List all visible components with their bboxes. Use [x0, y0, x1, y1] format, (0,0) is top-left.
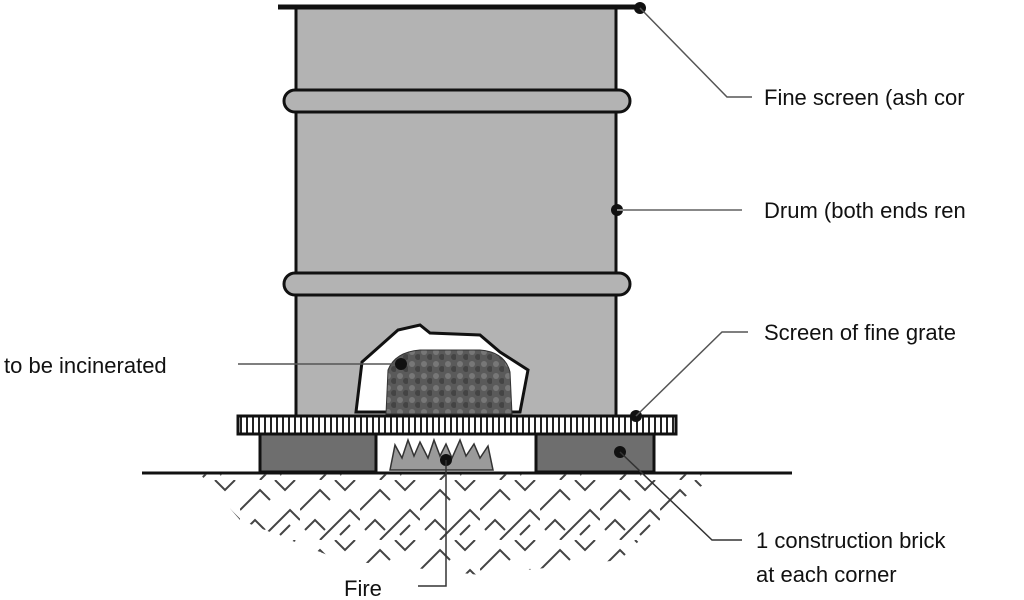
brick-left [258, 432, 378, 474]
label-waste: to be incinerated [4, 353, 167, 378]
fine-grate-screen [236, 414, 678, 436]
leader-fire [418, 454, 452, 587]
drum-ring-upper [282, 88, 632, 114]
leader-brick [614, 446, 742, 541]
label-fire: Fire [344, 576, 382, 600]
leader-drum [611, 204, 742, 216]
fire [389, 437, 494, 471]
soil-hatching [200, 474, 720, 575]
waste-pile [385, 349, 513, 415]
label-brick-line2: at each corner [756, 562, 897, 587]
label-fine-screen: Fine screen (ash cor [764, 85, 965, 110]
label-screen-grate: Screen of fine grate [764, 320, 956, 345]
leader-waste [238, 358, 407, 370]
leader-fine-screen [634, 2, 752, 98]
label-brick-line1: 1 construction brick [756, 528, 947, 553]
leader-screen-grate [630, 331, 748, 422]
brick-right [534, 432, 656, 474]
drum-ring-lower [282, 271, 632, 297]
label-drum: Drum (both ends ren [764, 198, 966, 223]
